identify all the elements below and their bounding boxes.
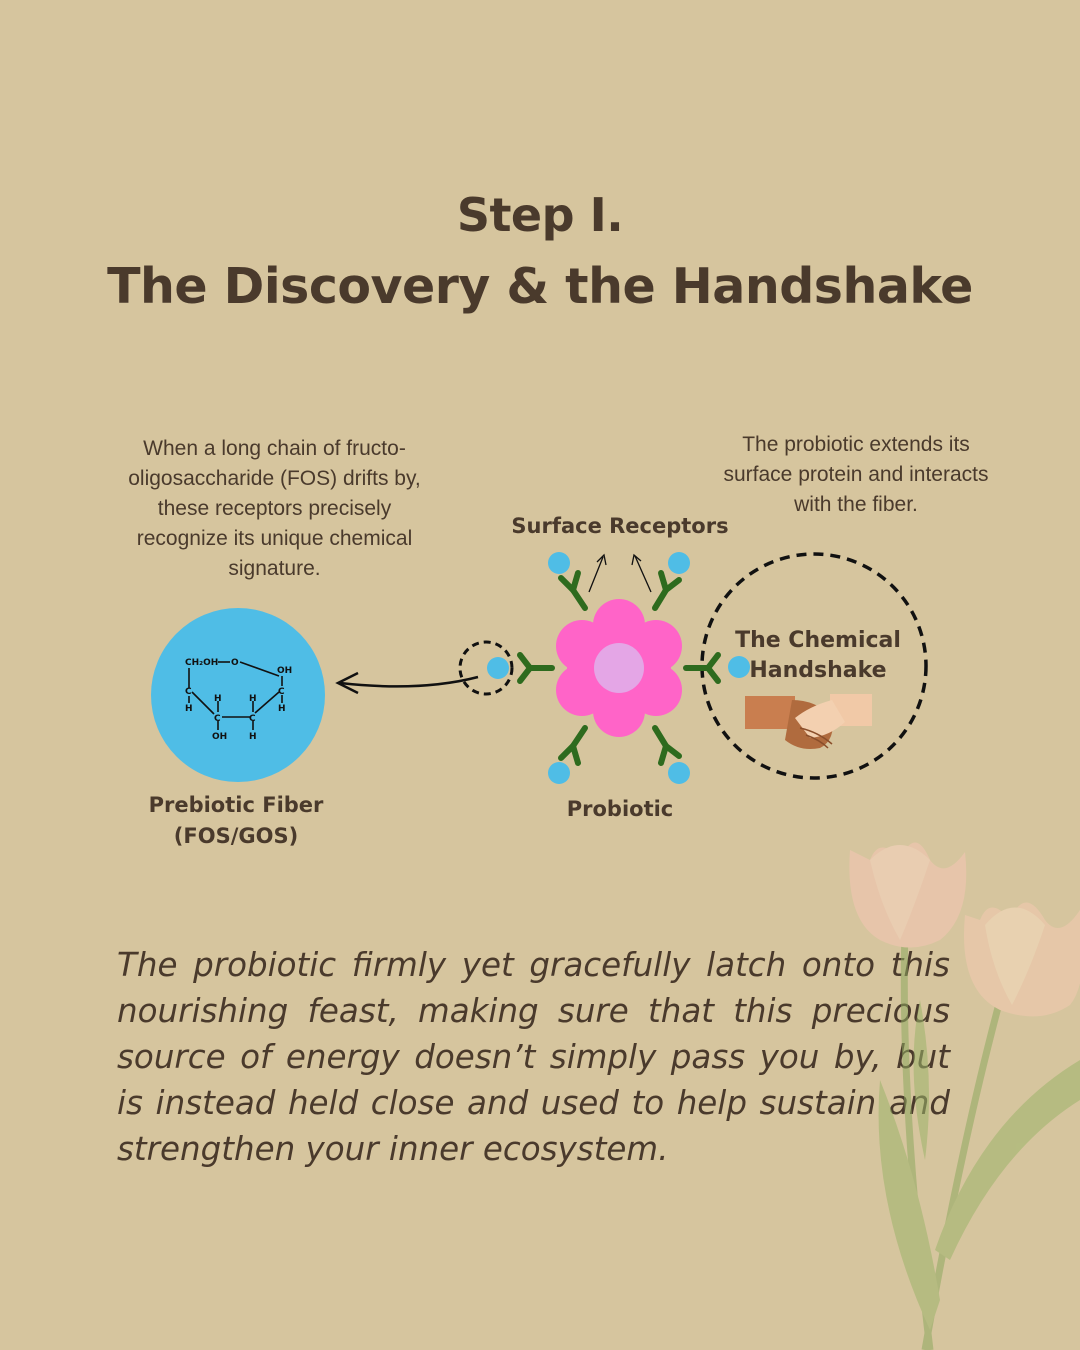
prebiotic-fiber-label-line1: Prebiotic Fiber [148,793,324,817]
molecule-h5: H [249,732,257,742]
molecule-ch2oh: CH₂OH [185,658,218,668]
prebiotic-fiber-circle [151,608,325,782]
fos-description: When a long chain of fructo-oligosacchar… [128,437,421,580]
page-title-step: Step I. [456,188,624,242]
molecule-h2: H [278,704,286,714]
molecule-c1: C [185,687,192,697]
molecule-c2: C [278,687,285,697]
arrow-head-icon [335,671,359,695]
page-title: The Discovery & the Handshake [107,258,973,315]
chemical-handshake-label-line1: The Chemical [735,628,901,653]
attraction-arrow [339,675,479,688]
ligand-dots [487,552,750,784]
molecule-h3: H [214,694,222,704]
fos-molecule-icon [188,661,283,730]
surface-receptors [517,570,721,766]
chemical-handshake-label: The Chemical Handshake [718,626,918,686]
handshake-icon [745,694,872,749]
molecule-c4: C [249,714,256,724]
prebiotic-fiber-label-line2: (FOS/GOS) [173,824,299,848]
handshake-highlight [700,552,928,780]
probiotic-nucleus [594,643,644,693]
prebiotic-fiber-label: Prebiotic Fiber (FOS/GOS) [120,790,352,852]
surface-receptors-label: Surface Receptors [511,514,729,538]
molecule-h1: H [185,704,193,714]
probiotic-description: The probiotic extends its surface protei… [723,433,989,516]
ligand-highlight [458,640,514,696]
molecule-o: O [231,658,239,668]
molecule-oh-bottom: OH [212,732,227,742]
receptor-pointer-arrows [588,553,652,593]
probiotic-label: Probiotic [566,797,674,821]
molecule-h4: H [249,694,257,704]
body-paragraph: The probiotic firmly yet gracefully latc… [117,946,950,1168]
molecule-oh-top: OH [277,666,292,676]
molecule-c3: C [214,714,221,724]
chemical-handshake-label-line2: Handshake [749,658,887,683]
